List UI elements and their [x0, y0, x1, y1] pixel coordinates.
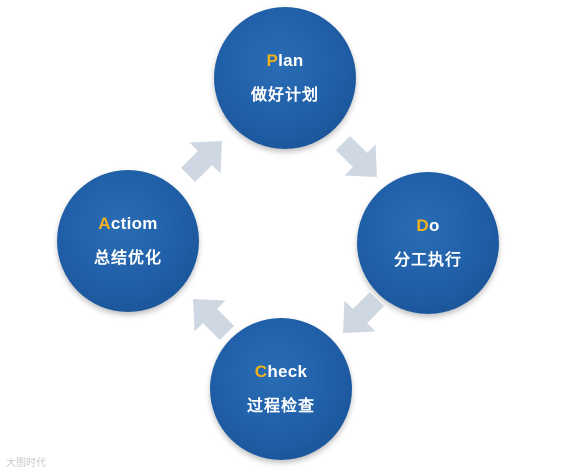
act-label: 总结优化	[93, 248, 162, 267]
do-node: Do 分工执行	[357, 172, 499, 314]
do-initial: D	[416, 216, 429, 235]
arrow-check-to-act-icon	[168, 274, 253, 359]
do-title-rest: o	[428, 216, 440, 235]
watermark: 大图时代	[6, 458, 46, 469]
act-node: Actiom 总结优化	[57, 170, 199, 312]
check-initial: C	[254, 362, 268, 381]
do-title: Do	[416, 216, 439, 236]
check-node: Check 过程检查	[210, 318, 352, 460]
plan-label: 做好计划	[250, 85, 319, 104]
plan-initial: P	[266, 51, 279, 70]
plan-title-rest: lan	[278, 51, 304, 70]
check-title: Check	[255, 362, 308, 382]
do-label: 分工执行	[393, 250, 462, 269]
arrow-do-to-check-icon	[318, 274, 403, 359]
check-label: 过程检查	[246, 396, 315, 415]
plan-title: Plan	[266, 51, 303, 71]
check-title-rest: heck	[267, 362, 308, 381]
act-initial: A	[98, 214, 111, 233]
arrow-act-to-plan-icon	[163, 116, 248, 201]
act-title: Actiom	[98, 214, 157, 234]
arrow-plan-to-do-icon	[318, 118, 403, 203]
act-title-rest: ctiom	[110, 214, 158, 233]
plan-node: Plan 做好计划	[214, 7, 356, 149]
